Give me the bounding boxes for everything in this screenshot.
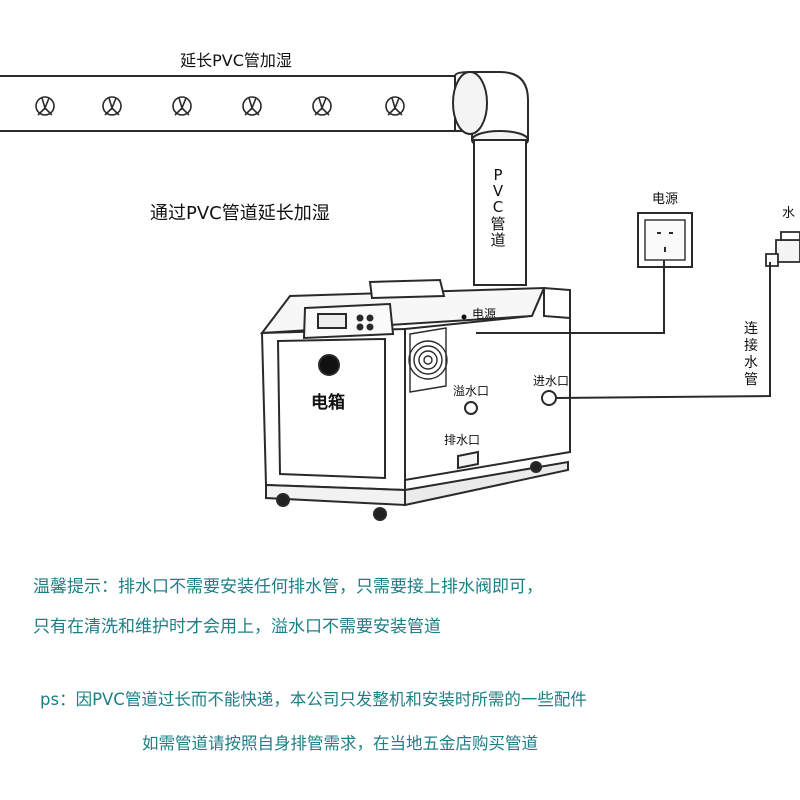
- svg-text:C: C: [493, 198, 503, 216]
- ps-line-1: ps：因PVC管道过长而不能快递，本公司只发整机和安装时所需的一些配件: [0, 686, 800, 710]
- svg-text:连: 连: [744, 321, 758, 337]
- tip-line-2-text: 只有在清洗和维护时才会用上，溢水口不需要安装管道: [33, 617, 441, 637]
- ps-line-2-text: 如需管道请按照自身排管需求，在当地五金店购买管道: [142, 734, 538, 753]
- svg-text:V: V: [493, 182, 504, 200]
- mist-nozzle: [312, 96, 332, 116]
- mist-nozzle: [35, 96, 55, 116]
- overflow-port-label: 溢水口: [453, 384, 489, 398]
- svg-text:P: P: [493, 166, 502, 184]
- vertical-pvc-pipe: [473, 139, 527, 286]
- svg-text:水: 水: [744, 355, 758, 371]
- power-outlet: [637, 212, 693, 268]
- mist-nozzle: [102, 96, 122, 116]
- ps-line-1-text: ps：因PVC管道过长而不能快递，本公司只发整机和安装时所需的一些配件: [40, 690, 587, 709]
- pvc-pipe-vertical-label: P V C 管 道: [490, 166, 505, 249]
- tip-line-1-text: 温馨提示：排水口不需要安装任何排水管，只需要接上排水阀即可，: [33, 577, 543, 597]
- fan-grille: [408, 327, 448, 393]
- connect-water-pipe-label: 连 接 水 管: [744, 321, 758, 388]
- tip-line-1: 温馨提示：排水口不需要安装任何排水管，只需要接上排水阀即可，: [0, 572, 800, 597]
- mist-nozzle: [385, 96, 405, 116]
- power-cable: [476, 260, 665, 334]
- pvc-extension-title: 延长PVC管加湿: [180, 51, 292, 70]
- drain-port-label: 排水口: [444, 433, 480, 447]
- water-tap: [765, 231, 800, 267]
- ps-line-2: 如需管道请按照自身排管需求，在当地五金店购买管道: [0, 730, 800, 754]
- svg-text:接: 接: [744, 337, 758, 354]
- tip-line-2: 只有在清洗和维护时才会用上，溢水口不需要安装管道: [0, 612, 800, 637]
- humidifier-machine: [259, 278, 571, 521]
- mist-nozzle: [242, 96, 262, 116]
- svg-text:管: 管: [490, 215, 505, 233]
- extend-humidify-label: 通过PVC管道延长加湿: [150, 203, 330, 224]
- humidifier-installation-diagram: 延长PVC管加湿 P V C 管 道 通过PVC管道延长加湿: [0, 51, 800, 521]
- svg-text:道: 道: [490, 231, 505, 249]
- power-port-label: 电源: [472, 307, 496, 321]
- inlet-port-label: 进水口: [533, 374, 569, 388]
- water-inlet-pipe: [556, 262, 771, 399]
- mist-nozzles: [35, 96, 405, 116]
- water-tap-label: 水: [782, 206, 795, 221]
- power-port-dot: [461, 314, 467, 320]
- mist-nozzle: [172, 96, 192, 116]
- svg-text:管: 管: [744, 372, 758, 388]
- electric-box-label: 电箱: [311, 392, 345, 413]
- pipe-elbow: [452, 71, 529, 150]
- power-source-label: 电源: [652, 192, 678, 207]
